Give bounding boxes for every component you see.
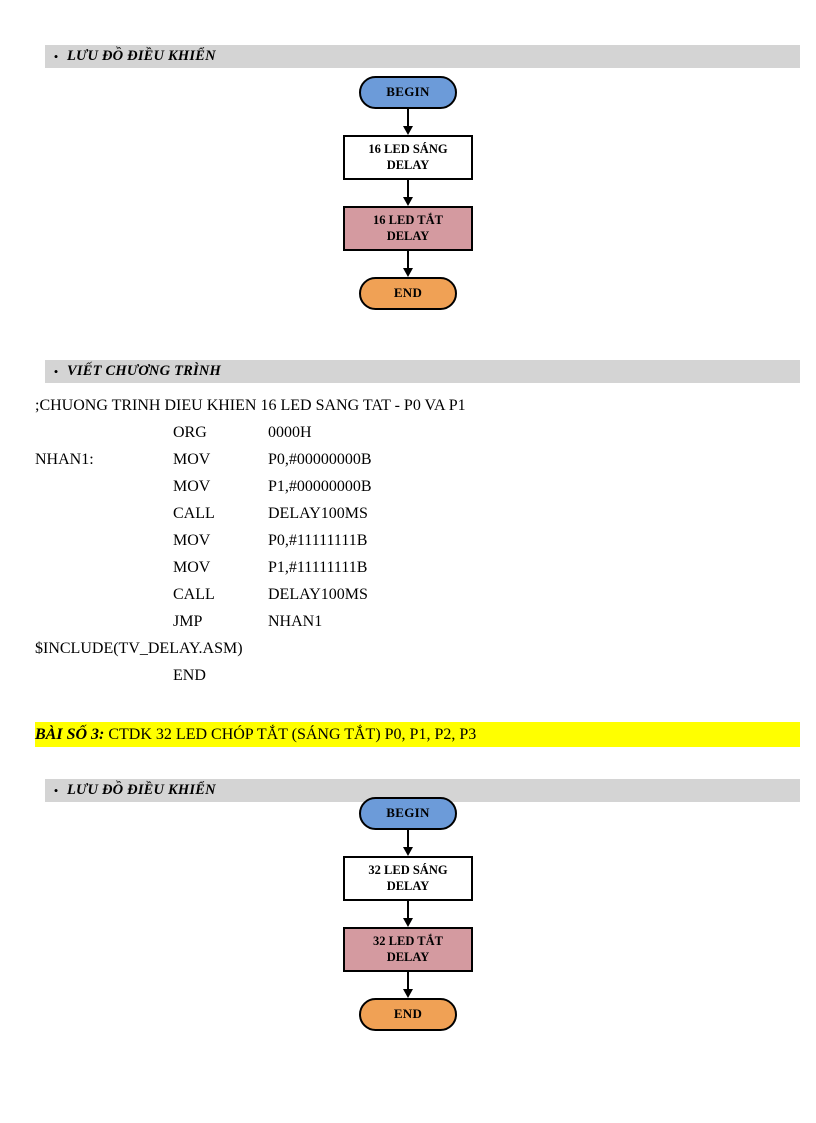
flowchart-2-end-node: END — [359, 998, 457, 1031]
node-label-line2: DELAY — [386, 878, 430, 893]
code-label — [35, 662, 173, 689]
code-label — [35, 581, 173, 608]
code-line: NHAN1: MOV P0,#00000000B — [35, 446, 775, 473]
node-label-line1: 32 LED TẮT — [373, 933, 443, 948]
code-mnemonic: CALL — [173, 505, 215, 522]
node-label: END — [393, 285, 423, 301]
code-line: MOV P0,#11111111B — [35, 527, 775, 554]
section-header-label: LƯU ĐỒ ĐIỀU KHIỂN — [67, 48, 216, 64]
code-line-end: END — [35, 662, 775, 689]
node-label: END — [393, 1006, 423, 1022]
code-label — [35, 473, 173, 500]
arrow-head-icon — [402, 197, 413, 206]
section-header-label: VIẾT CHƯƠNG TRÌNH — [67, 363, 222, 379]
flowchart-2-arrow-3 — [333, 972, 483, 998]
code-mnemonic: MOV — [173, 451, 211, 468]
code-operand: P1,#00000000B — [268, 478, 372, 495]
arrow-line — [406, 109, 410, 128]
task-heading-highlighted: BÀI SỐ 3: CTDK 32 LED CHÓP TẮT (SÁNG TẮT… — [35, 722, 800, 747]
node-label: BEGIN — [386, 84, 430, 100]
section-header-label: LƯU ĐỒ ĐIỀU KHIỂN — [67, 782, 216, 798]
code-mnemonic: MOV — [173, 559, 211, 576]
code-operand — [268, 662, 775, 689]
code-mnemonic: CALL — [173, 586, 215, 603]
code-line: CALL DELAY100MS — [35, 581, 775, 608]
flowchart-1-arrow-1 — [333, 109, 483, 135]
code-include-directive: $INCLUDE(TV_DELAY.ASM) — [35, 640, 243, 657]
arrow-line — [406, 180, 410, 199]
node-label-line2: DELAY — [386, 949, 430, 964]
flowchart-2: BEGIN 32 LED SÁNG DELAY 32 LED TẮT DELAY — [0, 797, 816, 1031]
node-label: BEGIN — [386, 805, 430, 821]
flowchart-2-led-off-node: 32 LED TẮT DELAY — [343, 927, 473, 972]
code-label — [35, 554, 173, 581]
node-label-line1: 32 LED SÁNG — [368, 862, 448, 877]
arrow-head-icon — [402, 847, 413, 856]
code-operand: DELAY100MS — [268, 586, 368, 603]
code-label — [35, 527, 173, 554]
node-label-line1: 16 LED SÁNG — [368, 141, 448, 156]
code-operand: P1,#11111111B — [268, 559, 368, 576]
task-description: CTDK 32 LED CHÓP TẮT (SÁNG TẮT) P0, P1, … — [104, 726, 477, 743]
flowchart-2-arrow-2 — [333, 901, 483, 927]
code-mnemonic: JMP — [173, 613, 203, 630]
bullet-icon: • — [53, 364, 59, 379]
arrow-head-icon — [402, 268, 413, 277]
code-mnemonic: MOV — [173, 478, 211, 495]
flowchart-2-begin-node: BEGIN — [359, 797, 457, 830]
code-operand: NHAN1 — [268, 613, 323, 630]
code-mnemonic: END — [173, 667, 206, 684]
section-header-program: • VIẾT CHƯƠNG TRÌNH — [45, 360, 800, 383]
code-line: MOV P1,#11111111B — [35, 554, 775, 581]
code-mnemonic: ORG — [173, 424, 207, 441]
code-line: CALL DELAY100MS — [35, 500, 775, 527]
arrow-line — [406, 251, 410, 270]
node-label-line1: 16 LED TẮT — [373, 212, 443, 227]
section-header-flowchart-1: • LƯU ĐỒ ĐIỀU KHIỂN — [45, 45, 800, 68]
node-label-line2: DELAY — [386, 157, 430, 172]
node-label-line2: DELAY — [386, 228, 430, 243]
flowchart-1: BEGIN 16 LED SÁNG DELAY 16 LED TẮT DELAY — [0, 76, 816, 310]
arrow-head-icon — [402, 126, 413, 135]
code-operand: P0,#00000000B — [268, 451, 372, 468]
code-mnemonic: MOV — [173, 532, 211, 549]
code-line: ORG 0000H — [35, 419, 775, 446]
flowchart-2-led-on-node: 32 LED SÁNG DELAY — [343, 856, 473, 901]
code-comment: ;CHUONG TRINH DIEU KHIEN 16 LED SANG TAT… — [35, 397, 466, 414]
code-label — [35, 419, 173, 446]
code-label: NHAN1: — [35, 451, 94, 468]
code-comment-line: ;CHUONG TRINH DIEU KHIEN 16 LED SANG TAT… — [35, 392, 775, 419]
flowchart-1-led-off-node: 16 LED TẮT DELAY — [343, 206, 473, 251]
code-operand: 0000H — [268, 424, 312, 441]
code-label — [35, 500, 173, 527]
code-line: MOV P1,#00000000B — [35, 473, 775, 500]
bullet-icon: • — [53, 49, 59, 64]
section-header-flowchart-2: • LƯU ĐỒ ĐIỀU KHIỂN — [45, 779, 800, 802]
flowchart-1-arrow-3 — [333, 251, 483, 277]
arrow-line — [406, 830, 410, 849]
flowchart-1-end-node: END — [359, 277, 457, 310]
arrow-head-icon — [402, 989, 413, 998]
flowchart-1-begin-node: BEGIN — [359, 76, 457, 109]
code-operand: P0,#11111111B — [268, 532, 368, 549]
arrow-line — [406, 901, 410, 920]
arrow-head-icon — [402, 918, 413, 927]
code-include-line: $INCLUDE(TV_DELAY.ASM) — [35, 635, 775, 662]
code-label — [35, 608, 173, 635]
flowchart-1-arrow-2 — [333, 180, 483, 206]
bullet-icon: • — [53, 783, 59, 798]
task-number-label: BÀI SỐ 3: — [35, 726, 105, 743]
flowchart-1-led-on-node: 16 LED SÁNG DELAY — [343, 135, 473, 180]
arrow-line — [406, 972, 410, 991]
assembly-code-block: ;CHUONG TRINH DIEU KHIEN 16 LED SANG TAT… — [35, 392, 775, 689]
code-operand: DELAY100MS — [268, 505, 368, 522]
flowchart-2-arrow-1 — [333, 830, 483, 856]
code-line: JMP NHAN1 — [35, 608, 775, 635]
